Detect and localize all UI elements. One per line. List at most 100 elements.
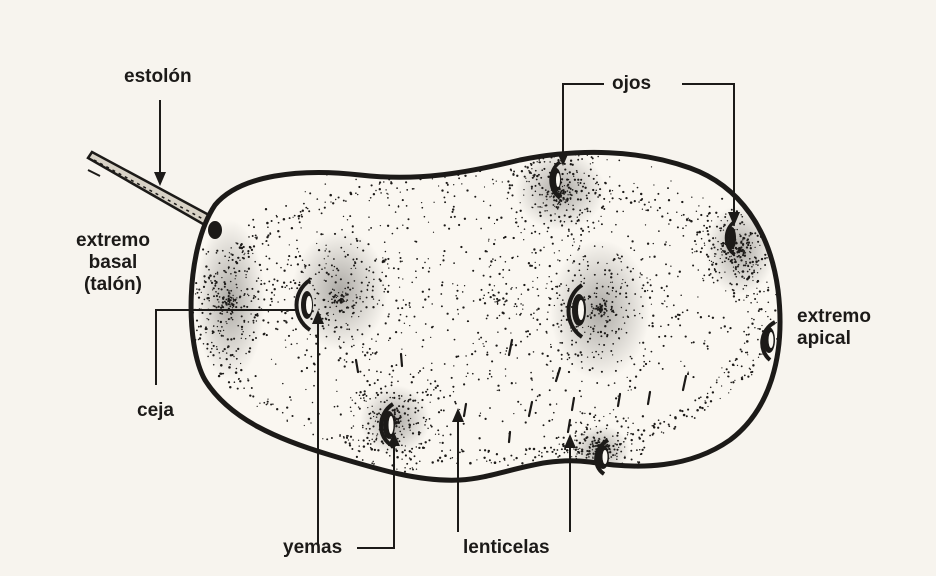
stipple-dot: [453, 365, 454, 366]
stipple-dot: [479, 144, 481, 146]
stipple-dot: [433, 232, 434, 233]
stipple-dot: [703, 280, 705, 282]
stipple-dot: [362, 351, 364, 353]
stipple-dot: [309, 192, 311, 194]
stipple-dot: [349, 442, 351, 444]
stipple-dot: [461, 450, 463, 452]
stipple-dot: [643, 361, 645, 363]
stipple-dot: [455, 295, 457, 297]
stipple-dot: [552, 243, 554, 245]
stipple-dot: [385, 251, 387, 253]
stipple-dot: [404, 323, 405, 324]
stipple-dot: [301, 216, 303, 218]
stipple-dot: [178, 306, 180, 308]
stipple-dot: [418, 372, 420, 374]
stipple-dot: [421, 207, 423, 209]
stipple-dot: [370, 354, 372, 356]
stipple-dot: [631, 458, 633, 460]
stipple-dot: [480, 413, 481, 414]
stipple-dot: [527, 289, 529, 291]
stipple-dot: [781, 238, 783, 240]
stipple-dot: [502, 181, 503, 182]
stipple-dot: [589, 413, 591, 415]
stipple-dot: [268, 311, 269, 312]
stipple-dot: [353, 415, 354, 416]
stipple-dot: [339, 434, 341, 436]
stipple-dot: [480, 228, 482, 230]
stipple-dot: [508, 269, 510, 271]
stipple-dot: [489, 370, 491, 372]
stipple-dot: [623, 418, 625, 420]
stipple-dot: [567, 452, 568, 453]
stipple-dot: [513, 173, 515, 175]
stipple-dot: [285, 339, 286, 340]
stipple-dot: [414, 241, 416, 243]
stipple-dot: [670, 266, 671, 267]
stipple-dot: [483, 200, 485, 202]
stipple-dot: [673, 304, 675, 306]
stipple-dot: [450, 450, 451, 451]
stipple-dot: [538, 454, 540, 456]
stipple-dot: [325, 202, 326, 203]
stipple-dot: [782, 230, 784, 232]
stipple-dot: [618, 469, 620, 471]
stipple-dot: [450, 216, 452, 218]
stipple-dot: [304, 354, 306, 356]
stipple-dot: [515, 344, 517, 346]
stipple-dot: [622, 211, 624, 213]
stipple-dot: [691, 342, 693, 344]
stipple-dot: [351, 448, 353, 450]
stipple-dot: [422, 446, 425, 449]
stipple-dot: [758, 357, 759, 358]
stipple-dot: [428, 271, 430, 273]
stipple-dot: [533, 312, 535, 314]
stipple-dot: [288, 335, 290, 337]
stipple-dot: [738, 299, 740, 301]
stipple-dot: [746, 295, 747, 296]
stipple-dot: [687, 409, 689, 411]
stipple-dot: [455, 403, 457, 405]
stipple-dot: [404, 471, 406, 473]
stipple-dot: [437, 385, 439, 387]
stipple-dot: [534, 231, 536, 233]
stipple-dot: [304, 425, 305, 426]
stipple-dot: [631, 443, 632, 444]
stipple-dot: [305, 191, 306, 192]
stipple-dot: [715, 212, 717, 214]
stipple-dot: [402, 199, 404, 201]
stipple-dot: [568, 371, 570, 373]
stipple-dot: [663, 421, 665, 423]
stipple-dot: [631, 240, 633, 242]
stipple-dot: [502, 312, 504, 314]
stipple-dot: [657, 193, 659, 195]
stipple-dot: [483, 457, 485, 459]
stipple-dot: [306, 349, 308, 351]
stipple-dot: [446, 425, 448, 427]
stipple-dot: [267, 398, 268, 399]
stipple-dot: [288, 259, 289, 260]
stipple-dot: [530, 377, 532, 379]
stipple-dot: [573, 483, 574, 484]
stipple-dot: [396, 456, 399, 459]
stipple-dot: [494, 223, 495, 224]
stipple-dot: [458, 224, 460, 226]
stipple-dot: [423, 367, 425, 369]
stipple-dot: [642, 258, 644, 260]
stipple-dot: [295, 328, 297, 330]
stipple-dot: [440, 264, 441, 265]
stipple-dot: [572, 245, 573, 246]
stipple-dot: [312, 434, 314, 436]
stipple-dot: [412, 467, 413, 468]
stipple-dot: [539, 249, 541, 251]
stipple-dot: [472, 373, 474, 375]
stipple-dot: [268, 244, 270, 246]
stipple-dot: [234, 381, 236, 383]
stipple-dot: [417, 149, 419, 151]
stipple-dot: [491, 376, 493, 378]
stipple-dot: [406, 316, 408, 318]
stipple-dot: [406, 189, 408, 191]
stipple-dot: [286, 406, 288, 408]
stipple-dot: [427, 379, 428, 380]
stipple-dot: [658, 419, 660, 421]
stipple-dot: [565, 464, 567, 466]
